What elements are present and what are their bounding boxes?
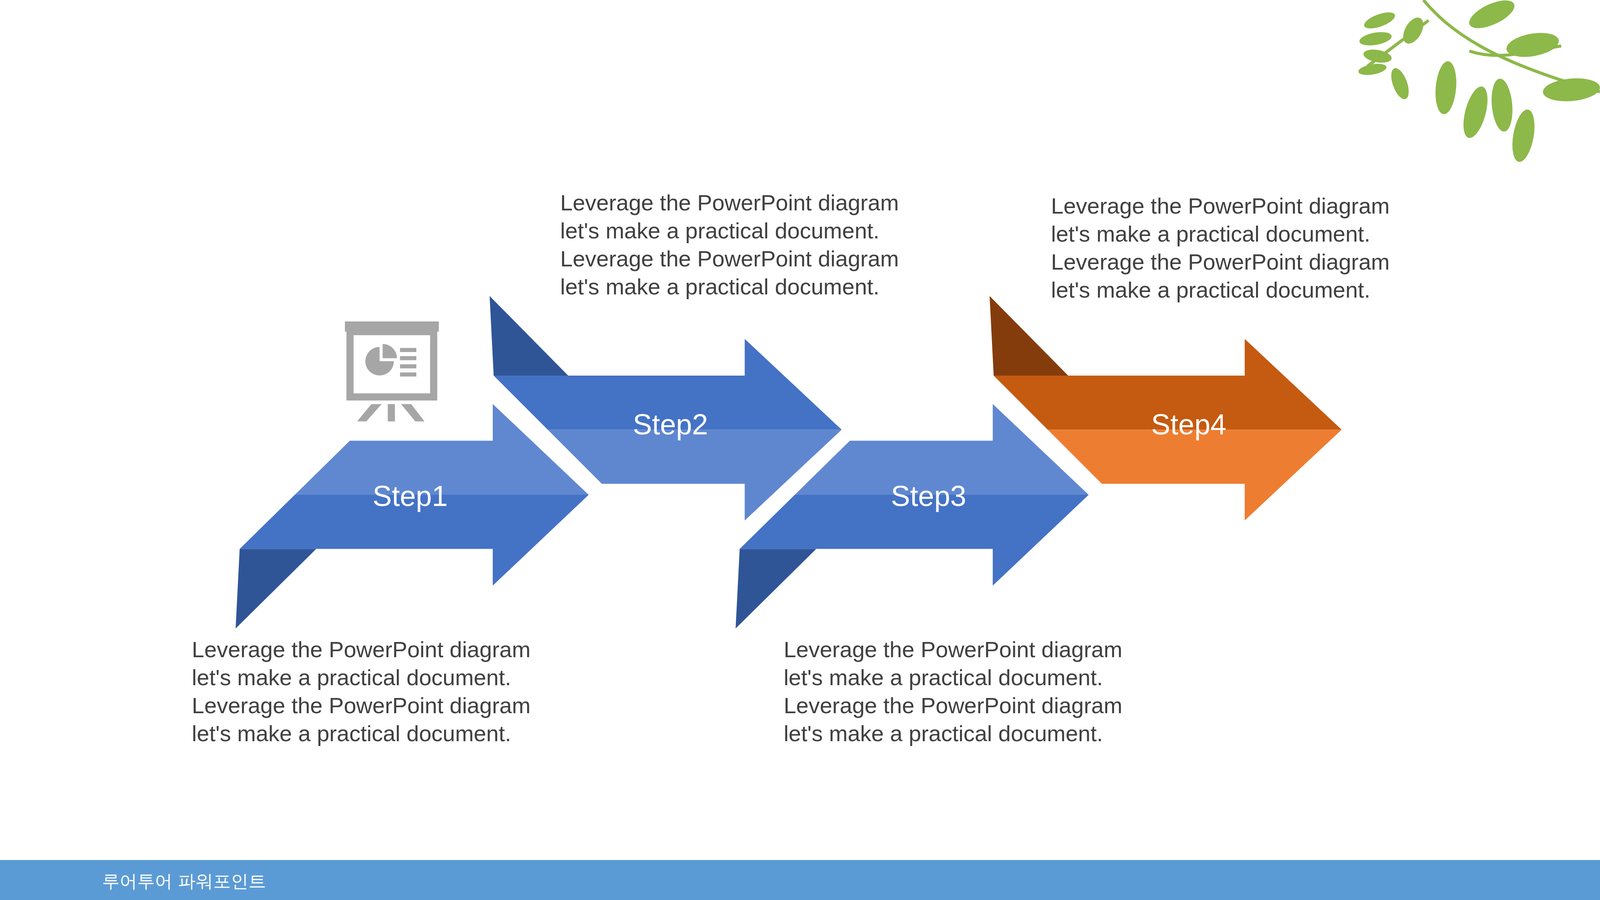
step-label: Step1 <box>372 479 448 513</box>
step-label: Step4 <box>1151 408 1227 441</box>
arrow-shape <box>489 296 842 521</box>
step-arrow: Step2Leverage the PowerPoint diagram let… <box>489 296 842 521</box>
leaf-branch <box>1357 0 1600 164</box>
arrow-fold <box>989 296 1068 376</box>
step-description: Leverage the PowerPoint diagram let's ma… <box>1051 192 1419 304</box>
arrow-lower <box>1048 429 1342 521</box>
step-description: Leverage the PowerPoint diagram let's ma… <box>192 635 560 748</box>
step-description: Leverage the PowerPoint diagram let's ma… <box>560 188 928 301</box>
step-arrow: Step4Leverage the PowerPoint diagram let… <box>989 296 1342 521</box>
arrow-fold <box>489 296 568 376</box>
step-arrow: Step1Leverage the PowerPoint diagram let… <box>235 404 589 629</box>
presentation-icon <box>344 321 439 422</box>
step-description: Leverage the PowerPoint diagram let's ma… <box>783 635 1151 748</box>
step-label: Step3 <box>890 479 966 513</box>
arrow-shape <box>735 404 1090 629</box>
step-label: Step2 <box>632 408 708 441</box>
step-arrow: Step3Leverage the PowerPoint diagram let… <box>735 404 1090 629</box>
arrow-shape <box>235 404 589 629</box>
arrow-fold <box>235 548 317 629</box>
arrow-fold <box>735 548 817 629</box>
arrow-shape <box>989 296 1342 521</box>
footer-text: 루어투어 파워포인트 <box>102 869 266 894</box>
